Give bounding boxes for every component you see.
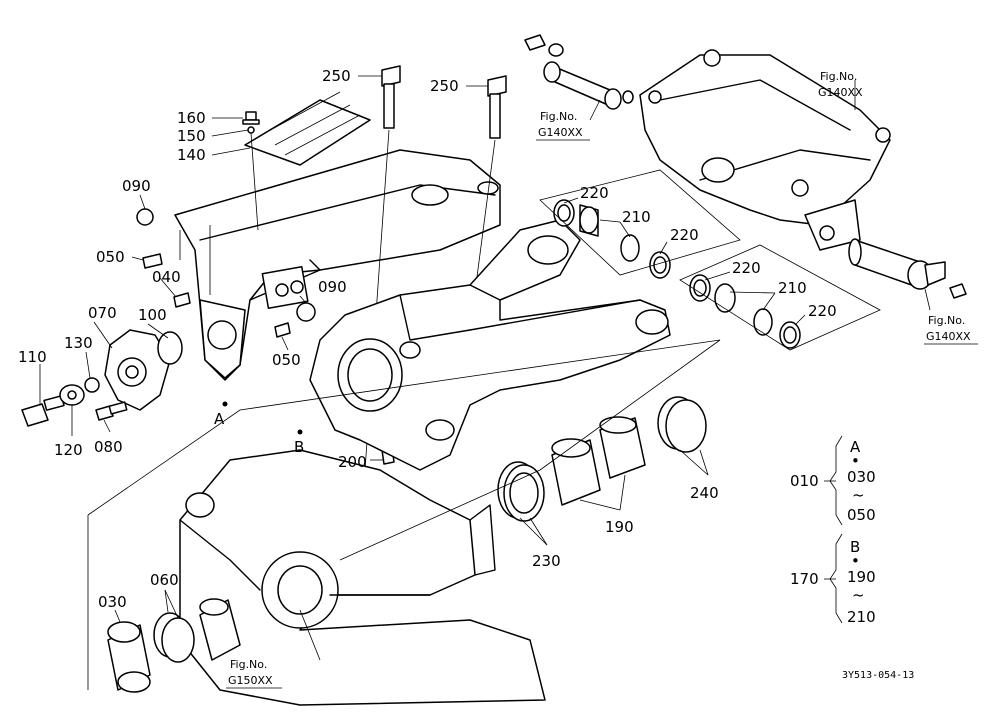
ref-dot-b bbox=[297, 429, 303, 435]
grease-cap-090-right bbox=[296, 302, 316, 322]
svg-text:G140XX: G140XX bbox=[538, 126, 583, 139]
label-230: 230 bbox=[532, 552, 561, 570]
label-130: 130 bbox=[64, 334, 93, 352]
label-220b: 220 bbox=[670, 226, 699, 244]
cap-bolt-110 bbox=[21, 395, 65, 427]
rear-frame bbox=[639, 49, 891, 251]
label-030: 030 bbox=[98, 593, 127, 611]
label-170: 170 bbox=[790, 570, 819, 588]
fig-ref-g140-right: Fig.No. G140XX bbox=[924, 314, 978, 345]
svg-text:030: 030 bbox=[847, 468, 876, 486]
label-080: 080 bbox=[94, 438, 123, 456]
axle-housing bbox=[179, 449, 546, 706]
label-070: 070 bbox=[88, 304, 117, 322]
bushing-set-lower bbox=[689, 274, 801, 349]
label-050a: 050 bbox=[96, 248, 125, 266]
svg-text:•: • bbox=[851, 552, 860, 570]
bushing-190b bbox=[599, 416, 646, 479]
label-160: 160 bbox=[177, 109, 206, 127]
seal-230 bbox=[497, 461, 545, 522]
svg-text:Fig.No.: Fig.No. bbox=[820, 70, 857, 83]
svg-text:Fig.No.: Fig.No. bbox=[230, 658, 267, 671]
svg-text:A: A bbox=[850, 438, 861, 456]
svg-text:210: 210 bbox=[847, 608, 876, 626]
upper-pin bbox=[524, 34, 634, 110]
label-090a: 090 bbox=[122, 177, 151, 195]
label-040: 040 bbox=[152, 268, 181, 286]
label-250b: 250 bbox=[430, 77, 459, 95]
label-220c: 220 bbox=[732, 259, 761, 277]
inner-bushing bbox=[199, 598, 241, 661]
label-210b: 210 bbox=[778, 279, 807, 297]
label-210a: 210 bbox=[622, 208, 651, 226]
label-200: 200 bbox=[338, 453, 367, 471]
reference-lines bbox=[87, 339, 721, 690]
label-010: 010 bbox=[790, 472, 819, 490]
label-190: 190 bbox=[605, 518, 634, 536]
seal-240 bbox=[657, 396, 707, 453]
fig-ref-g150: Fig.No. G150XX bbox=[226, 658, 282, 689]
svg-text:G140XX: G140XX bbox=[818, 86, 863, 99]
label-100: 100 bbox=[138, 306, 167, 324]
svg-text:Fig.No.: Fig.No. bbox=[928, 314, 965, 327]
label-110: 110 bbox=[18, 348, 47, 366]
svg-text:~: ~ bbox=[852, 586, 865, 604]
label-220a: 220 bbox=[580, 184, 609, 202]
leader-lines-bushings bbox=[539, 169, 881, 351]
assembly-legend-010: 010 A • 030 ~ 050 bbox=[790, 435, 876, 526]
grease-cap-090-left bbox=[136, 208, 154, 226]
label-250a: 250 bbox=[322, 67, 351, 85]
fig-ref-g140-top: Fig.No. G140XX bbox=[818, 70, 863, 99]
label-120: 120 bbox=[54, 441, 83, 459]
svg-text:~: ~ bbox=[852, 486, 865, 504]
label-leaders bbox=[39, 75, 931, 623]
bushing-030 bbox=[107, 621, 151, 693]
svg-text:050: 050 bbox=[847, 506, 876, 524]
flange-housing bbox=[104, 329, 183, 411]
drawing-code: 3Y513-054-13 bbox=[842, 670, 914, 681]
seal-060 bbox=[153, 612, 195, 663]
svg-text:190: 190 bbox=[847, 568, 876, 586]
bushing-190a bbox=[551, 438, 601, 506]
label-ref-b: B bbox=[294, 438, 304, 456]
label-240: 240 bbox=[690, 484, 719, 502]
cover-plate bbox=[242, 91, 371, 231]
bolt-250-left bbox=[364, 65, 401, 471]
label-050b: 050 bbox=[272, 351, 301, 369]
label-220d: 220 bbox=[808, 302, 837, 320]
svg-text:Fig.No.: Fig.No. bbox=[540, 110, 577, 123]
label-060: 060 bbox=[150, 571, 179, 589]
assembly-legend-170: 170 B • 190 ~ 210 bbox=[790, 533, 876, 626]
part-labels: 250 250 160 150 140 090 090 050 050 040 … bbox=[18, 67, 837, 611]
svg-text:B: B bbox=[850, 538, 860, 556]
bolt-080 bbox=[95, 401, 128, 421]
svg-text:G150XX: G150XX bbox=[228, 674, 273, 687]
label-140: 140 bbox=[177, 146, 206, 164]
lower-pin bbox=[848, 238, 967, 299]
svg-text:G140XX: G140XX bbox=[926, 330, 971, 343]
washer-120-130 bbox=[59, 377, 100, 406]
label-ref-a: A bbox=[214, 410, 225, 428]
fig-ref-g140-left: Fig.No. G140XX bbox=[536, 110, 590, 141]
bushing-set-upper bbox=[553, 199, 671, 279]
ref-dot-a bbox=[222, 401, 228, 407]
svg-text:•: • bbox=[851, 452, 860, 470]
label-150: 150 bbox=[177, 127, 206, 145]
label-090b: 090 bbox=[318, 278, 347, 296]
